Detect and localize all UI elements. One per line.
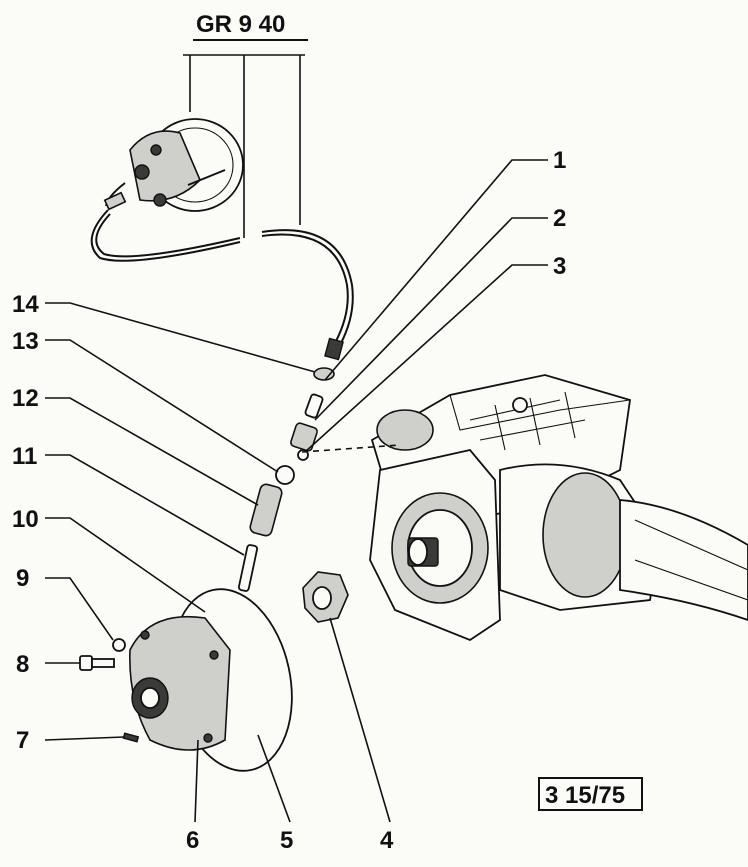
callout-14: 14 [12,291,39,318]
part-11-drive-shaft [237,544,259,592]
speedometer-cable-left [90,209,241,262]
group-bracket [183,54,305,238]
part-12-sleeve [249,483,283,537]
speedometer-cable-right [261,229,354,346]
part-14-washer [313,367,335,381]
group-reference: GR 9 40 [196,11,285,38]
callout-8: 8 [16,651,29,678]
housing-cover [129,588,293,772]
callout-9: 9 [16,565,29,592]
callout-7: 7 [16,727,29,754]
callout-4: 4 [380,827,394,854]
callout-1: 1 [553,147,566,174]
part-9-washer [112,638,126,652]
gearbox-assembly [369,374,748,642]
figure-reference-box [538,777,643,811]
callout-labels: 1 2 3 4 5 6 7 8 9 10 11 12 13 14 [12,147,566,854]
callout-11: 11 [12,443,37,470]
callout-12: 12 [12,385,39,412]
part-7-pin [122,732,140,743]
speedometer-cable-left-inner [95,213,241,258]
part-13-o-ring [275,465,295,485]
callout-3: 3 [553,253,566,280]
callout-6: 6 [186,827,199,854]
cable-end-fitting [324,337,344,361]
part-8-bolt [79,655,115,671]
figure-reference: 3 15/75 [545,782,625,809]
part-2-bushing [290,422,318,452]
speedometer-cable-right-inner [261,233,349,344]
part-1-pin [304,393,324,419]
callout-2: 2 [553,205,566,232]
cable-nut [103,191,127,211]
part-4-drive-gear [302,571,349,623]
speedometer-gauge [129,118,244,212]
callout-13: 13 [12,328,39,355]
leader-lines [44,159,548,823]
callout-5: 5 [280,827,293,854]
callout-10: 10 [12,506,39,533]
